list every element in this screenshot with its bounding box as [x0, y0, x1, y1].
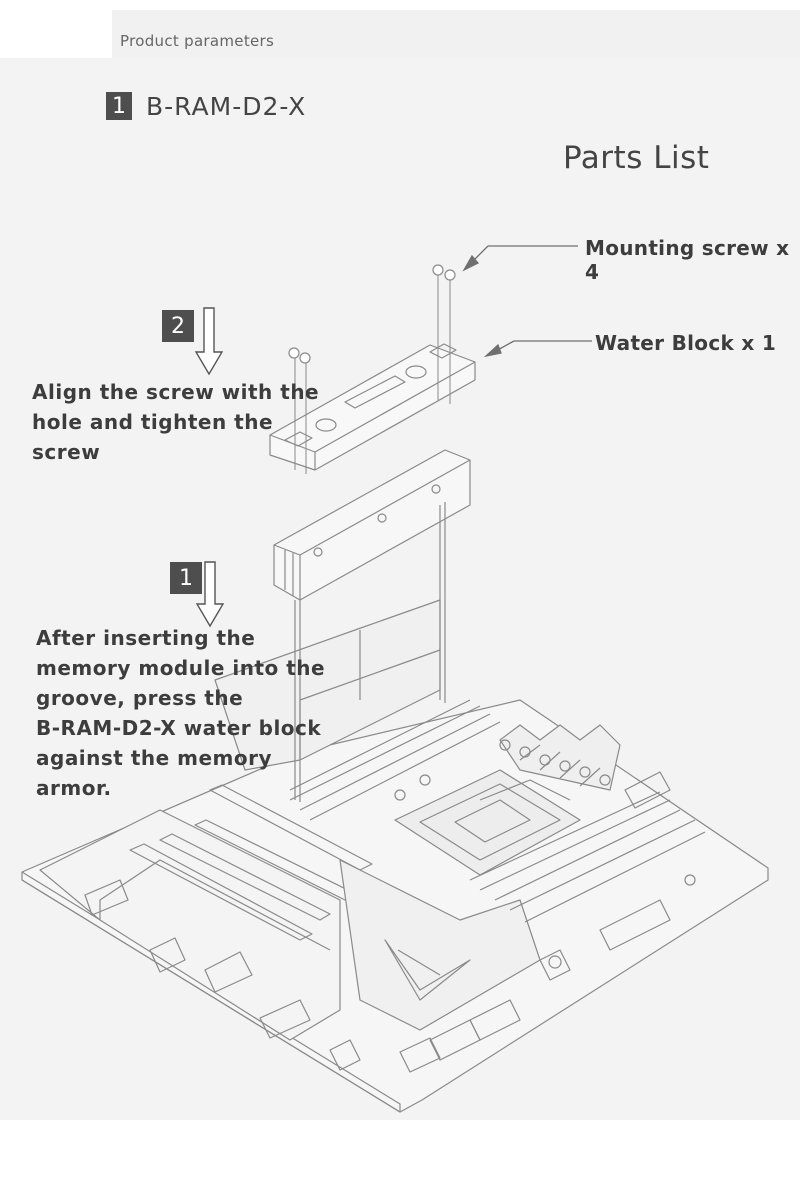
section-title: Product parameters: [120, 32, 275, 50]
parts-item-water-block: Water Block x 1: [595, 331, 777, 355]
step-1-line: B-RAM-D2-X water block: [36, 716, 322, 740]
product-number-badge: 1: [106, 92, 132, 120]
step-2-line: screw: [32, 440, 101, 464]
parts-list-title: Parts List: [563, 140, 710, 176]
product-model-title: B-RAM-D2-X: [146, 92, 307, 121]
step-2-instruction: Align the screw with the hole and tighte…: [32, 377, 319, 467]
footer-space: [0, 1120, 800, 1197]
step-2-line: Align the screw with the: [32, 380, 320, 404]
step-1-line: memory module into the: [36, 656, 326, 680]
header-bar: [0, 0, 800, 59]
parts-item-mounting-screw: Mounting screw x 4: [585, 236, 790, 284]
step-2-line: hole and tighten the: [32, 410, 274, 434]
step-1-badge: 1: [170, 562, 202, 594]
step-1-line: against the memory: [36, 746, 273, 770]
step-1-line: groove, press the: [36, 686, 244, 710]
step-2-badge: 2: [162, 310, 194, 342]
step-1-instruction: After inserting the memory module into t…: [36, 623, 325, 803]
header-band: [112, 10, 800, 59]
step-1-line: armor.: [36, 776, 112, 800]
step-1-line: After inserting the: [36, 626, 256, 650]
